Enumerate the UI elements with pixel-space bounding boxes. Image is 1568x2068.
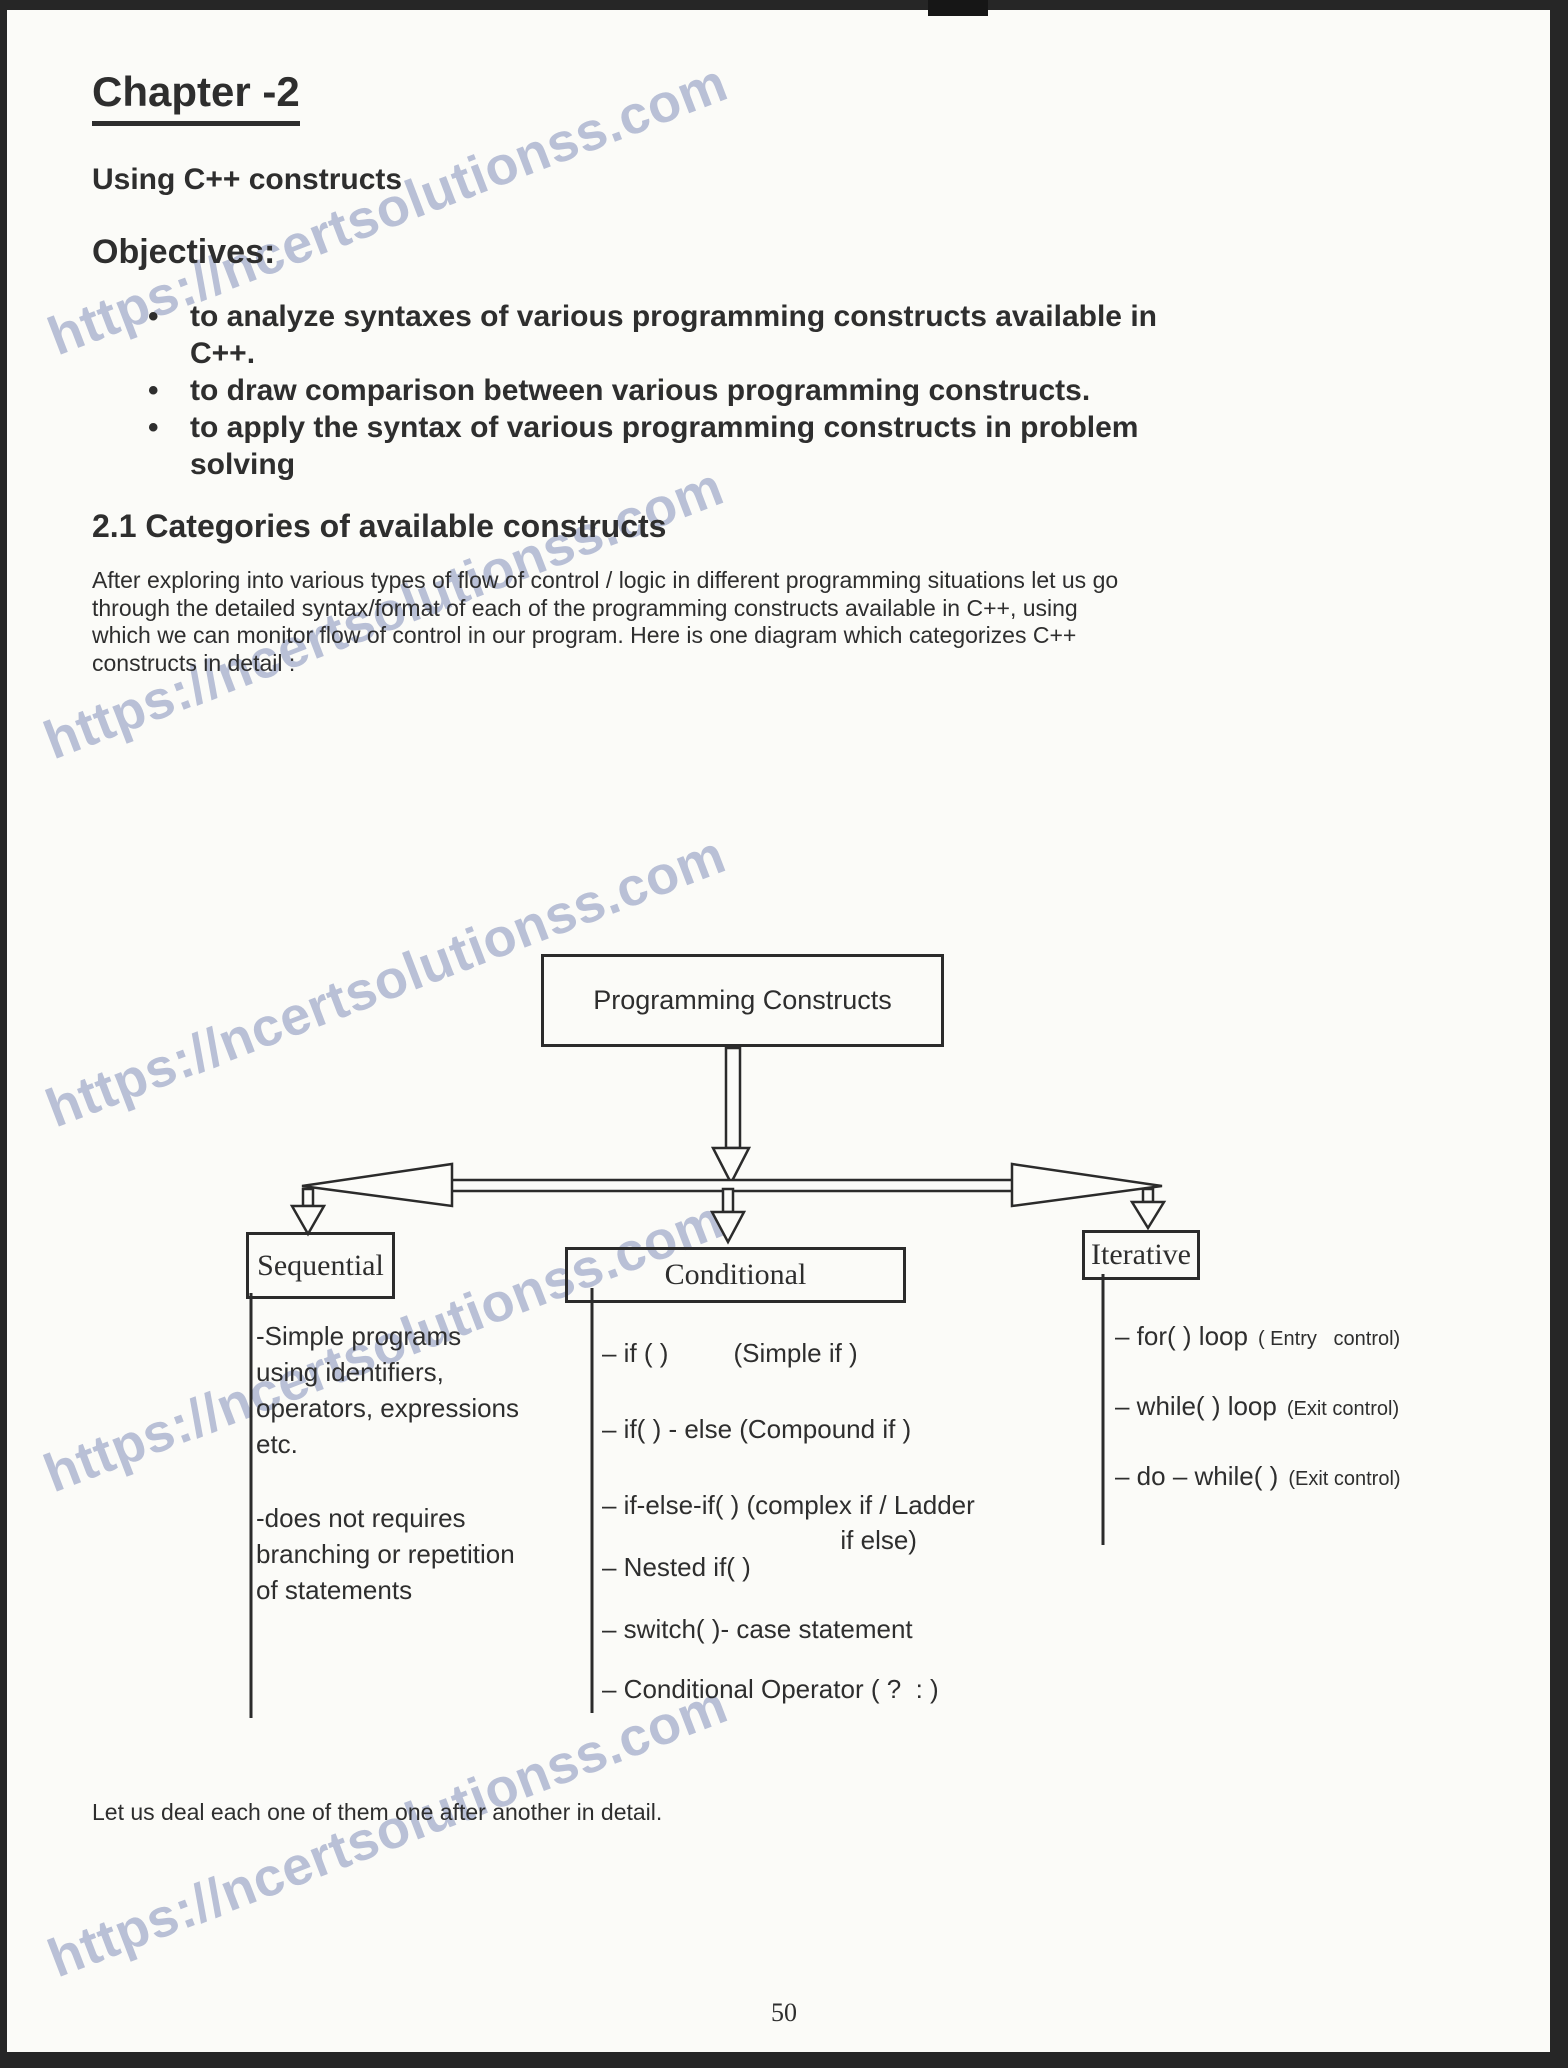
page-number: 50 [771, 1998, 797, 2027]
iterative-item: – for( ) loop ( Entry control) [1115, 1318, 1400, 1357]
scan-border-top [0, 0, 1568, 10]
diagram-root-box: Programming Constructs [541, 954, 944, 1047]
iterative-item-main: – for( ) loop [1115, 1321, 1248, 1351]
watermark: https://ncertsolutionss.com [40, 1674, 736, 1990]
bullet-icon: • [148, 374, 159, 407]
iterative-item-main: – while( ) loop [1115, 1391, 1277, 1421]
objective-item: • to draw comparison between various pro… [148, 372, 1492, 409]
closing-line: Let us deal each one of them one after a… [92, 1799, 663, 1825]
sequential-item: -Simple programs using identifiers, oper… [256, 1321, 520, 1459]
intro-paragraph: After exploring into various types of fl… [92, 567, 1119, 676]
scan-border-left [0, 0, 7, 2068]
conditional-item: – if-else-if( ) (complex if / Ladder if … [602, 1490, 975, 1555]
iterative-item-note: (Exit control) [1286, 1398, 1400, 1420]
objective-item: • to apply the syntax of various program… [148, 409, 1492, 483]
iterative-item-note: (Exit control) [1288, 1468, 1401, 1490]
scan-artifact-notch [928, 0, 988, 16]
conditional-item: – Conditional Operator ( ? : ) [602, 1674, 939, 1704]
objective-item: • to analyze syntaxes of various program… [148, 298, 1492, 372]
iterative-label: Iterative [1091, 1238, 1191, 1271]
section-heading: 2.1 Categories of available constructs [92, 508, 667, 544]
iterative-item-note: ( Entry control) [1257, 1328, 1401, 1350]
chapter-subtitle: Using C++ constructs [92, 163, 403, 196]
conditional-item: – Nested if( ) [602, 1552, 751, 1582]
iterative-item: – do – while( ) (Exit control) [1115, 1458, 1401, 1497]
sequential-label: Sequential [257, 1248, 384, 1282]
sequential-item: -does not requires branching or repetiti… [256, 1503, 515, 1605]
conditional-label: Conditional [664, 1258, 807, 1291]
objective-text: to apply the syntax of various programmi… [190, 411, 1139, 481]
objective-text: to draw comparison between various progr… [190, 374, 1091, 407]
diagram-root-label: Programming Constructs [593, 985, 892, 1015]
bullet-icon: • [148, 411, 159, 444]
diagram-box-sequential: Sequential [246, 1232, 395, 1299]
conditional-item: – switch( )- case statement [602, 1614, 913, 1644]
bullet-icon: • [148, 300, 159, 333]
diagram-box-conditional: Conditional [565, 1247, 906, 1303]
page-body: Chapter -2 Using C++ constructs Objectiv… [92, 68, 1492, 677]
objectives-heading: Objectives: [92, 233, 276, 271]
objective-text: to analyze syntaxes of various programmi… [190, 300, 1157, 370]
diagram-box-iterative: Iterative [1082, 1230, 1200, 1280]
conditional-item: – if( ) - else (Compound if ) [602, 1414, 912, 1444]
chapter-title: Chapter -2 [92, 68, 1492, 126]
scan-border-bottom [0, 2052, 1568, 2068]
scan-border-right [1550, 0, 1568, 2068]
iterative-item-main: – do – while( ) [1115, 1461, 1279, 1491]
iterative-item: – while( ) loop (Exit control) [1115, 1388, 1399, 1427]
conditional-item: – if ( ) (Simple if ) [602, 1338, 858, 1368]
objectives-list: • to analyze syntaxes of various program… [92, 298, 1492, 483]
